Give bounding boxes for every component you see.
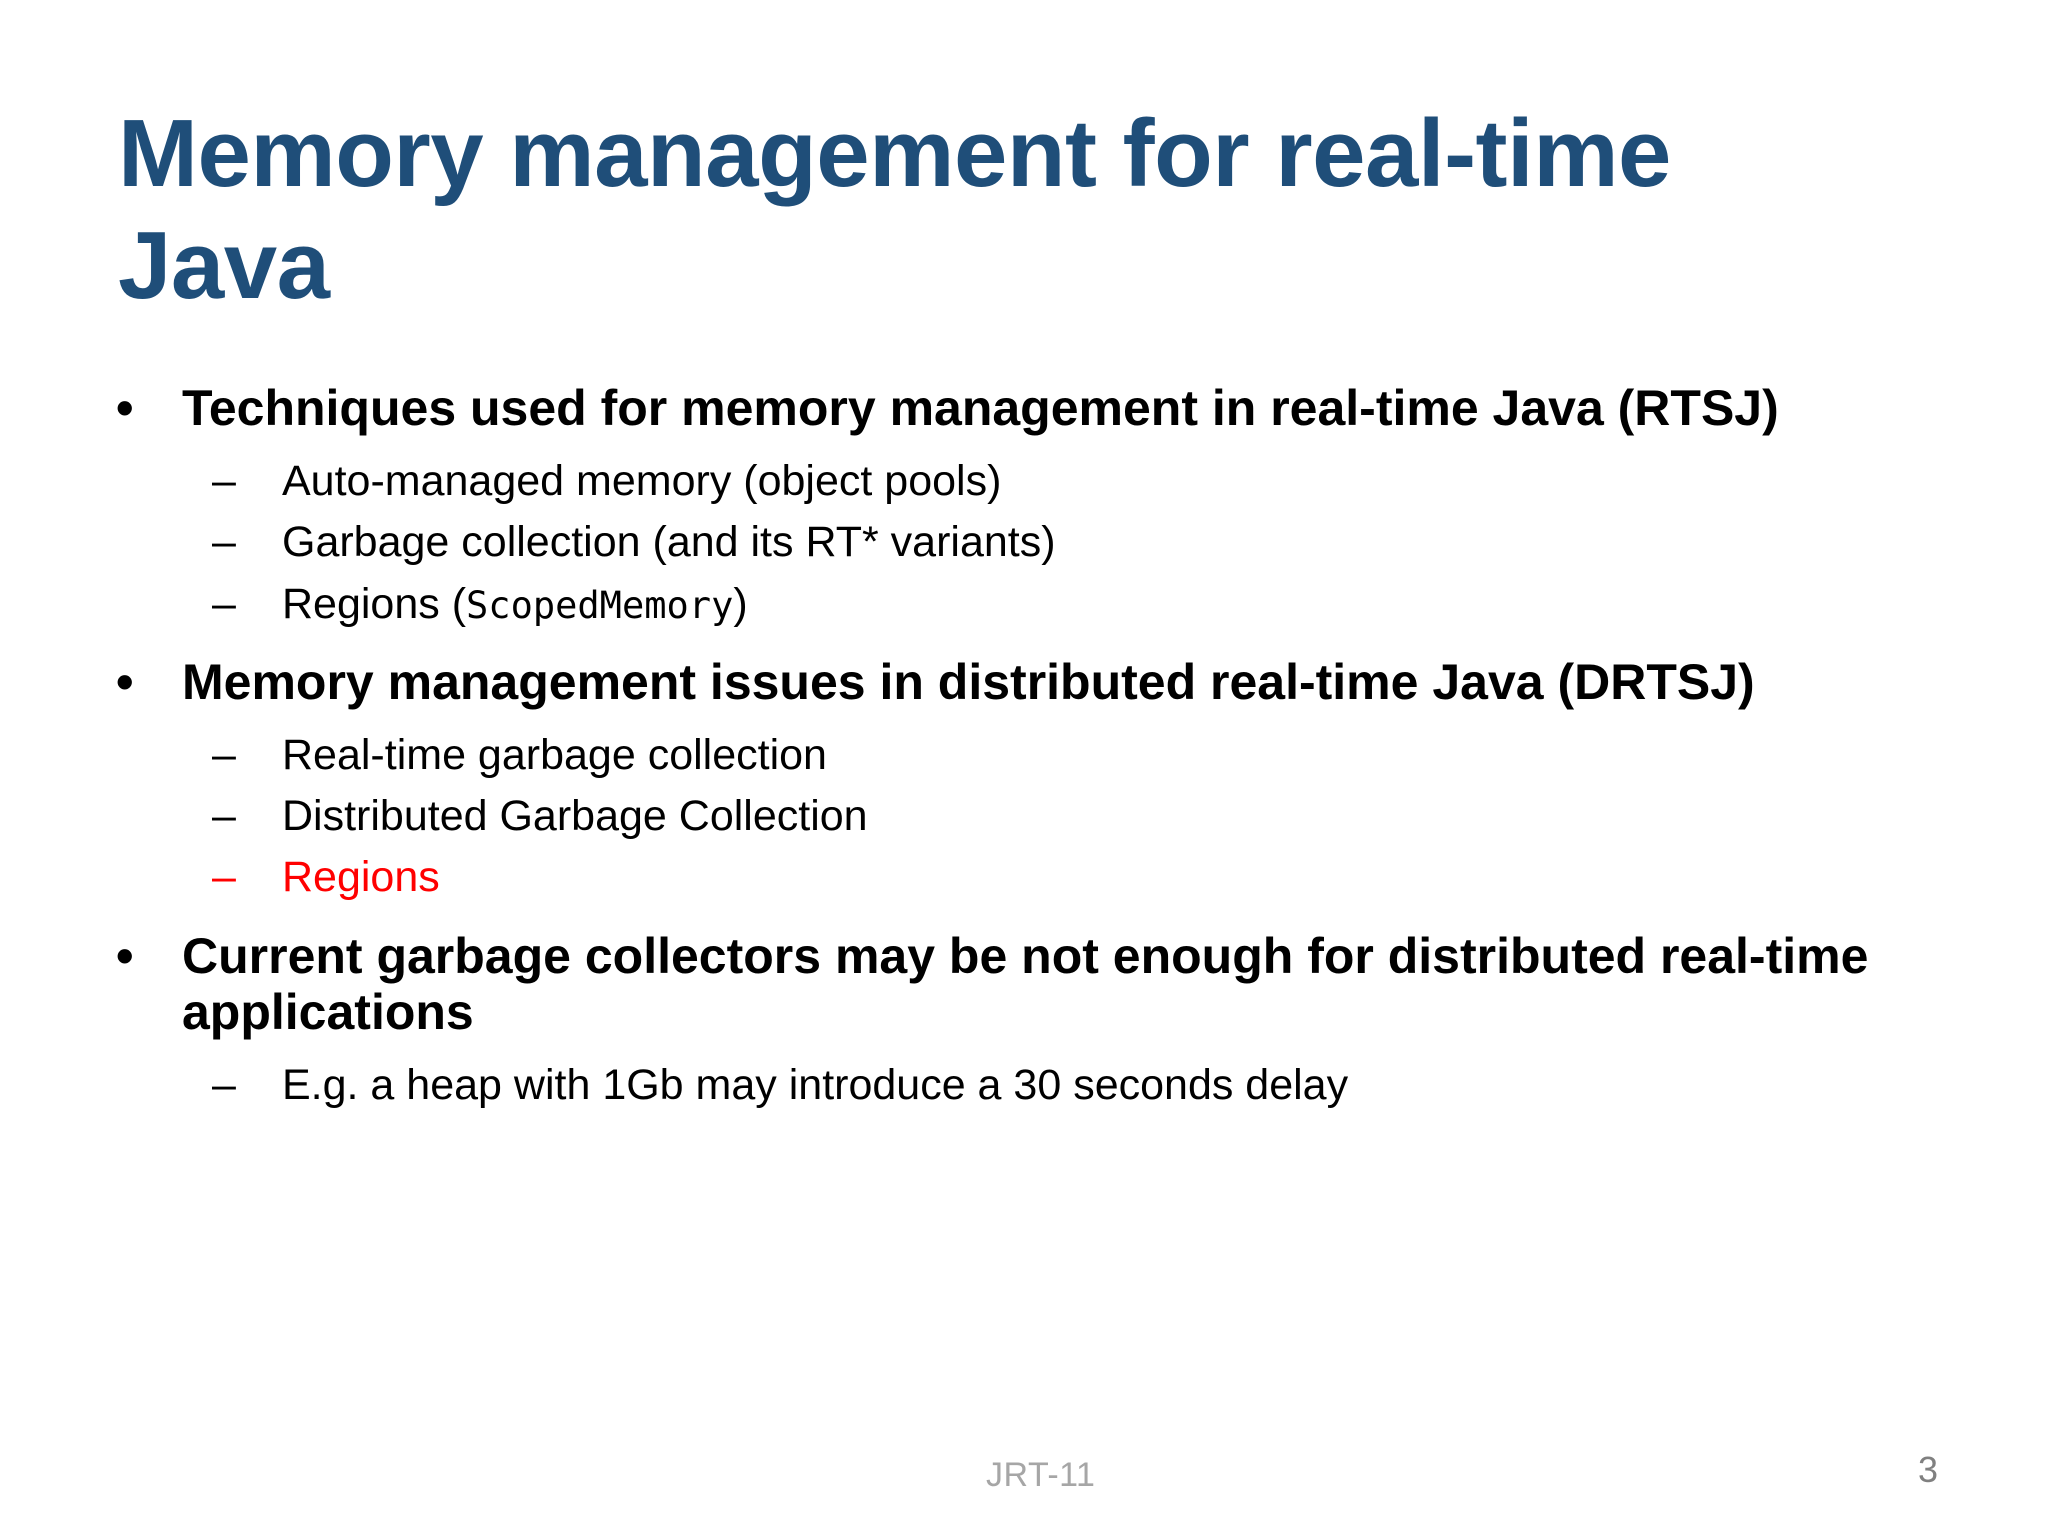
bullet-level2-auto-managed-memory: – Auto-managed memory (object pools) xyxy=(100,457,1890,505)
bullet-marker-dash: – xyxy=(212,730,236,779)
bullet-marker-dash: – xyxy=(212,518,236,567)
bullet-level1-mm-issues-drtsj-text: Memory management issues in distributed … xyxy=(182,653,1755,710)
bullet-level2-regions-highlighted-text: Regions xyxy=(282,853,440,902)
bullet-level2-regions-scopedmemory-text: Regions (ScopedMemory) xyxy=(282,579,1890,628)
footer-label: JRT-11 xyxy=(986,1456,1096,1494)
bullet-level2-realtime-gc: – Real-time garbage collection xyxy=(100,730,1890,779)
bullet-level2-distributed-gc: – Distributed Garbage Collection xyxy=(100,792,1890,841)
bullet-level2-regions-highlighted: – Regions xyxy=(100,853,1890,902)
bullet-level2-heap-delay-example-text: E.g. a heap with 1Gb may introduce a 30 … xyxy=(282,1060,1349,1109)
regions-close-paren: ) xyxy=(733,579,748,628)
bullet-marker-dash: – xyxy=(212,457,236,505)
bullet-level2-heap-delay-example: – E.g. a heap with 1Gb may introduce a 3… xyxy=(100,1060,1890,1109)
slide-title: Memory management for real-time Java xyxy=(118,100,1698,319)
bullet-level1-current-gc: • Current garbage collectors may be not … xyxy=(100,928,1890,1040)
bullet-level2-garbage-collection-text: Garbage collection (and its RT* variants… xyxy=(282,518,1056,567)
slide-body: • Techniques used for memory management … xyxy=(100,380,1890,1123)
page-number: 3 xyxy=(1917,1449,1939,1490)
bullet-marker-dot: • xyxy=(116,927,134,984)
bullet-marker-dash: – xyxy=(212,792,236,841)
scopedmemory-code: ScopedMemory xyxy=(466,583,734,627)
regions-label: Regions ( xyxy=(282,579,467,628)
bullet-marker-dot: • xyxy=(116,653,134,710)
bullet-level2-regions-scopedmemory: – Regions (ScopedMemory) xyxy=(100,579,1890,628)
bullet-level1-techniques-text: Techniques used for memory management in… xyxy=(182,380,1779,436)
bullet-level1-mm-issues-drtsj: • Memory management issues in distribute… xyxy=(100,654,1890,710)
bullet-level2-auto-managed-memory-text: Auto-managed memory (object pools) xyxy=(282,457,1002,505)
bullet-marker-dash: – xyxy=(212,579,236,628)
bullet-level2-realtime-gc-text: Real-time garbage collection xyxy=(282,730,827,779)
bullet-level1-techniques: • Techniques used for memory management … xyxy=(100,380,1890,436)
bullet-marker-dash: – xyxy=(212,853,236,902)
bullet-level2-garbage-collection: – Garbage collection (and its RT* varian… xyxy=(100,518,1890,567)
bullet-level1-current-gc-text: Current garbage collectors may be not en… xyxy=(182,927,1869,1040)
bullet-marker-dot: • xyxy=(116,380,134,436)
bullet-marker-dash: – xyxy=(212,1060,236,1109)
bullet-level2-distributed-gc-text: Distributed Garbage Collection xyxy=(282,792,868,841)
